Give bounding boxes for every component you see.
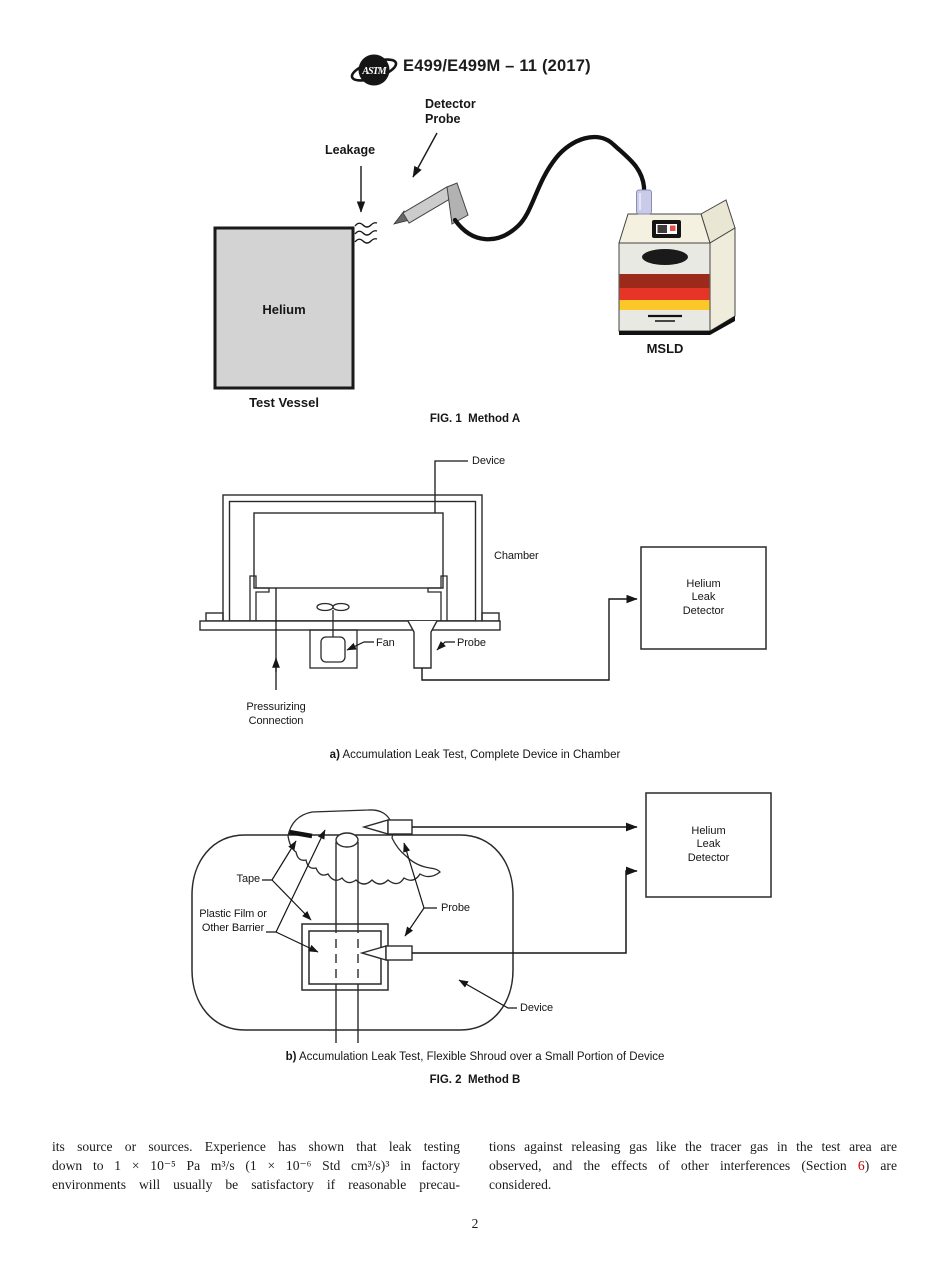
msld-label: MSLD xyxy=(646,341,684,356)
detector-connection-line xyxy=(421,594,638,681)
standard-designation: E499/E499M – 11 (2017) xyxy=(403,57,591,75)
probe-port xyxy=(407,620,438,669)
body-text-line: its source or sources. Experience has sh… xyxy=(52,1139,460,1154)
fan-motor xyxy=(320,636,346,663)
msld-unit xyxy=(618,189,736,335)
device-label: Device xyxy=(472,455,506,467)
device-supports xyxy=(249,575,448,621)
fig2b-caption: b) Accumulation Leak Test, Flexible Shro… xyxy=(285,1051,665,1063)
leak-squiggles xyxy=(354,222,378,244)
body-text-line: down to 1 × 10⁻⁵ Pa m³/s (1 × 10⁻⁶ Std c… xyxy=(52,1158,460,1173)
detector-probe-label: Detector Probe xyxy=(425,97,476,126)
mid-probe xyxy=(359,945,413,961)
tape-label: Tape xyxy=(236,873,261,885)
astm-logo: ASTM xyxy=(350,54,398,86)
body-text-line: tions against releasing gas like the tra… xyxy=(489,1139,897,1154)
fig2-caption: FIG. 2 Method B xyxy=(429,1074,521,1086)
plastic-film-arrow-down xyxy=(275,931,319,953)
body-text-line: environments will usually be satisfactor… xyxy=(52,1177,460,1192)
flexible-shroud xyxy=(287,809,441,885)
test-vessel-box xyxy=(213,226,355,390)
fig1-line-art xyxy=(213,132,736,390)
fan-leader-arrow xyxy=(346,641,374,651)
chamber-flange-right xyxy=(481,612,500,622)
fig2a-caption: a) Accumulation Leak Test, Complete Devi… xyxy=(329,749,621,761)
body-text-line: considered. xyxy=(489,1177,552,1192)
probe-leader-arrow xyxy=(436,641,455,651)
device-tank xyxy=(191,834,514,1031)
probe-arrow-down xyxy=(404,907,425,937)
msld-stripe-red xyxy=(619,288,710,300)
probe-cable xyxy=(452,134,647,242)
chamber-label: Chamber xyxy=(494,550,539,562)
detector-probe xyxy=(392,182,469,225)
helium-leak-detector-label-b: Helium Leak Detector xyxy=(687,824,730,864)
probe-label-a: Probe xyxy=(457,637,486,649)
body-left-column: its source or sources. Experience has sh… xyxy=(52,1137,460,1194)
pressurizing-connection-label: Pressurizing Connection xyxy=(246,701,306,727)
probe-label-b: Probe xyxy=(441,902,470,914)
device-leader-arrow xyxy=(431,460,468,527)
msld-stripe-darkred xyxy=(619,274,710,288)
helium-leak-detector-box-b xyxy=(645,792,772,898)
mid-probe-line xyxy=(412,866,638,954)
fig1-caption: FIG. 1 Method A xyxy=(429,413,521,425)
device-label-b: Device xyxy=(520,1002,554,1014)
fan-assembly xyxy=(309,602,358,669)
tape-mark xyxy=(288,829,313,839)
helium-label: Helium xyxy=(262,302,306,317)
plastic-film-label: Plastic Film or Other Barrier xyxy=(199,908,267,934)
pipe xyxy=(335,832,359,1043)
logo-globe xyxy=(358,54,390,86)
detector-probe-arrow xyxy=(412,132,438,178)
cable-connector xyxy=(636,189,652,215)
fan-label: Fan xyxy=(376,637,395,649)
device-arrow xyxy=(458,979,517,1009)
chamber-flange-left xyxy=(205,612,224,622)
msld-vent-oval xyxy=(642,249,688,265)
section-6-link[interactable]: 6 xyxy=(857,1158,865,1173)
top-probe xyxy=(361,819,413,835)
helium-leak-detector-label-a: Helium Leak Detector xyxy=(682,577,725,617)
fig2a-line-art xyxy=(199,460,767,690)
msld-stripe-yellow xyxy=(619,300,710,310)
body-right-column: tions against releasing gas like the tra… xyxy=(489,1137,897,1194)
device-box xyxy=(253,512,444,589)
fig2b-line-art xyxy=(191,792,772,1043)
body-text-line: observed, and the effects of other inter… xyxy=(489,1158,897,1173)
logo-letters: ASTM xyxy=(361,66,387,77)
msld-base xyxy=(619,316,735,335)
base-plate xyxy=(199,620,501,631)
page-number: 2 xyxy=(471,1216,479,1231)
test-vessel-label: Test Vessel xyxy=(249,395,319,410)
leakage-label: Leakage xyxy=(325,143,376,157)
helium-leak-detector-box xyxy=(640,546,767,650)
